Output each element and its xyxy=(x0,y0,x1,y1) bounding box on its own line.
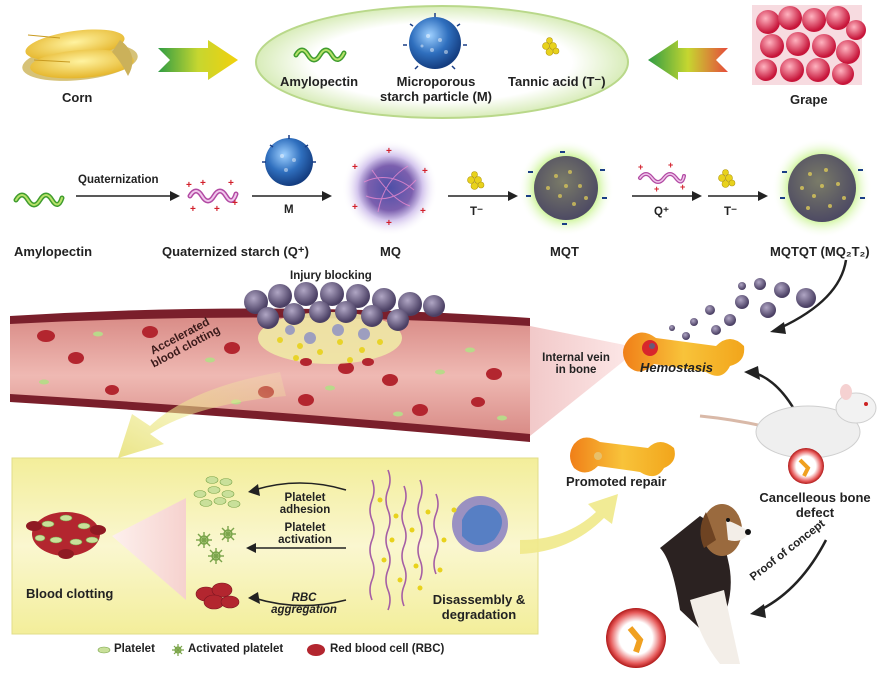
tannic-acid-label: Tannic acid (T⁻) xyxy=(508,74,606,89)
internal-vein-line2: in bone xyxy=(555,364,597,376)
tannic-acid-icon-2 xyxy=(467,171,485,190)
corn-image xyxy=(22,29,138,81)
amylopectin-label: Amylopectin xyxy=(280,74,359,89)
blood-clotting-label: Blood clotting xyxy=(26,586,114,601)
m-arrow-label: M xyxy=(284,204,294,216)
tannic-acid-icon xyxy=(542,37,560,56)
svg-text:+: + xyxy=(232,198,238,209)
disassembly-icon xyxy=(369,469,508,611)
platelet-adhesion-line1: Platelet xyxy=(284,492,326,504)
internal-vein-label: Internal vein in bone xyxy=(534,352,618,376)
microporous-label-line1: Microporous xyxy=(396,74,476,89)
aggregation-arrow xyxy=(253,597,347,607)
svg-text:+: + xyxy=(386,218,392,229)
synthesis-amylopectin-label: Amylopectin xyxy=(14,244,93,259)
activated-platelets-icon xyxy=(196,526,236,564)
cancellous-defect-label: Cancelleous bone defect xyxy=(750,490,880,520)
svg-text:+: + xyxy=(654,184,659,194)
mqt-label: MQT xyxy=(550,244,579,259)
quaternization-label: Quaternization xyxy=(78,174,159,186)
tannic-acid-icon-3 xyxy=(718,169,736,188)
quaternized-starch-label: Quaternized starch (Q⁺) xyxy=(162,244,309,259)
legend-rbc-label: Red blood cell (RBC) xyxy=(330,643,445,655)
rbc-aggregation-icon xyxy=(195,582,240,610)
disassembly-label: Disassembly & degradation xyxy=(424,592,534,622)
mechanism-panel xyxy=(11,457,539,635)
cancellous-defect-line2: defect xyxy=(795,505,835,520)
mq-particle-icon: + + + + + + xyxy=(342,140,438,236)
platelet-adhesion-icon xyxy=(193,476,241,508)
svg-text:+: + xyxy=(638,162,643,172)
svg-text:+: + xyxy=(680,182,685,192)
t-arrow-2-label: T⁻ xyxy=(724,206,738,218)
hemostasis-label: Hemostasis xyxy=(640,360,713,375)
grape-label: Grape xyxy=(790,92,828,107)
qplus-arrow-label: Q⁺ xyxy=(654,206,670,218)
cancellous-defect-line1: Cancelleous bone xyxy=(759,490,871,505)
rbc-aggregation-label: RBC aggregation xyxy=(262,592,346,616)
particle-stream xyxy=(669,278,816,340)
svg-text:+: + xyxy=(420,206,426,217)
legend-platelet-icon xyxy=(97,646,111,654)
svg-text:+: + xyxy=(386,146,392,157)
m-particle-icon xyxy=(262,135,316,186)
t-arrow-1-label: T⁻ xyxy=(470,206,484,218)
platelet-activation-line1: Platelet xyxy=(284,522,326,534)
svg-text:+: + xyxy=(352,162,358,173)
rbc-aggregation-line2: aggregation xyxy=(271,604,337,616)
microporous-particle-icon xyxy=(403,13,467,70)
quaternized-starch-icon: + + + + + + xyxy=(186,178,239,215)
disassembly-line2: degradation xyxy=(441,607,517,622)
svg-text:+: + xyxy=(214,204,220,215)
svg-text:+: + xyxy=(668,160,673,170)
svg-text:+: + xyxy=(190,204,196,215)
platelet-adhesion-line2: adhesion xyxy=(279,504,331,516)
qplus-strand-icon: + + + + xyxy=(638,160,686,194)
svg-text:+: + xyxy=(422,166,428,177)
mqt-particle-icon xyxy=(518,140,614,236)
corn-label: Corn xyxy=(62,90,93,105)
proof-arrow xyxy=(759,539,828,612)
dog-image xyxy=(606,504,751,668)
vein-cone xyxy=(530,326,640,436)
platelet-activation-line2: activation xyxy=(278,534,332,546)
blocking-particles xyxy=(244,282,445,331)
hemostasis-bone-image xyxy=(623,332,745,376)
injury-blocking-label: Injury blocking xyxy=(290,270,372,282)
rbc-aggregation-line1: RBC xyxy=(291,592,317,604)
clotting-big-arrow xyxy=(118,372,286,458)
svg-text:+: + xyxy=(228,178,234,189)
mqtqt-label: MQTQT (MQ₂T₂) xyxy=(770,244,870,259)
microporous-label-line2: starch particle (M) xyxy=(380,89,492,104)
mq-label: MQ xyxy=(380,244,401,259)
blood-clot-cluster xyxy=(26,512,106,559)
corn-arrow xyxy=(158,40,238,80)
mqtqt-particle-icon xyxy=(772,138,872,238)
adhesion-arrow xyxy=(253,482,347,491)
svg-text:+: + xyxy=(200,178,206,189)
grape-arrow xyxy=(648,40,728,80)
promoted-repair-label: Promoted repair xyxy=(566,474,667,489)
repair-arrow xyxy=(520,494,618,554)
vessel-rbcs xyxy=(37,326,502,416)
pink-cone xyxy=(112,498,186,600)
repaired-bone-image xyxy=(570,437,675,477)
microporous-label: Microporous starch particle (M) xyxy=(378,74,494,104)
platelet-adhesion-label: Platelet adhesion xyxy=(268,492,342,516)
legend-activated-platelet-icon xyxy=(172,644,184,656)
grape-image xyxy=(752,5,866,85)
platelet-activation-label: Platelet activation xyxy=(266,522,344,546)
legend-platelet-label: Platelet xyxy=(114,643,155,655)
mqtqt-to-bone-arrow xyxy=(779,259,848,330)
svg-text:+: + xyxy=(352,202,358,213)
svg-text:+: + xyxy=(186,180,192,191)
legend-activated-label: Activated platelet xyxy=(188,643,284,655)
internal-vein-line1: Internal vein xyxy=(542,352,610,364)
legend-rbc-icon xyxy=(307,644,325,656)
disassembly-line1: Disassembly & xyxy=(432,592,526,607)
rat-image xyxy=(699,384,877,484)
